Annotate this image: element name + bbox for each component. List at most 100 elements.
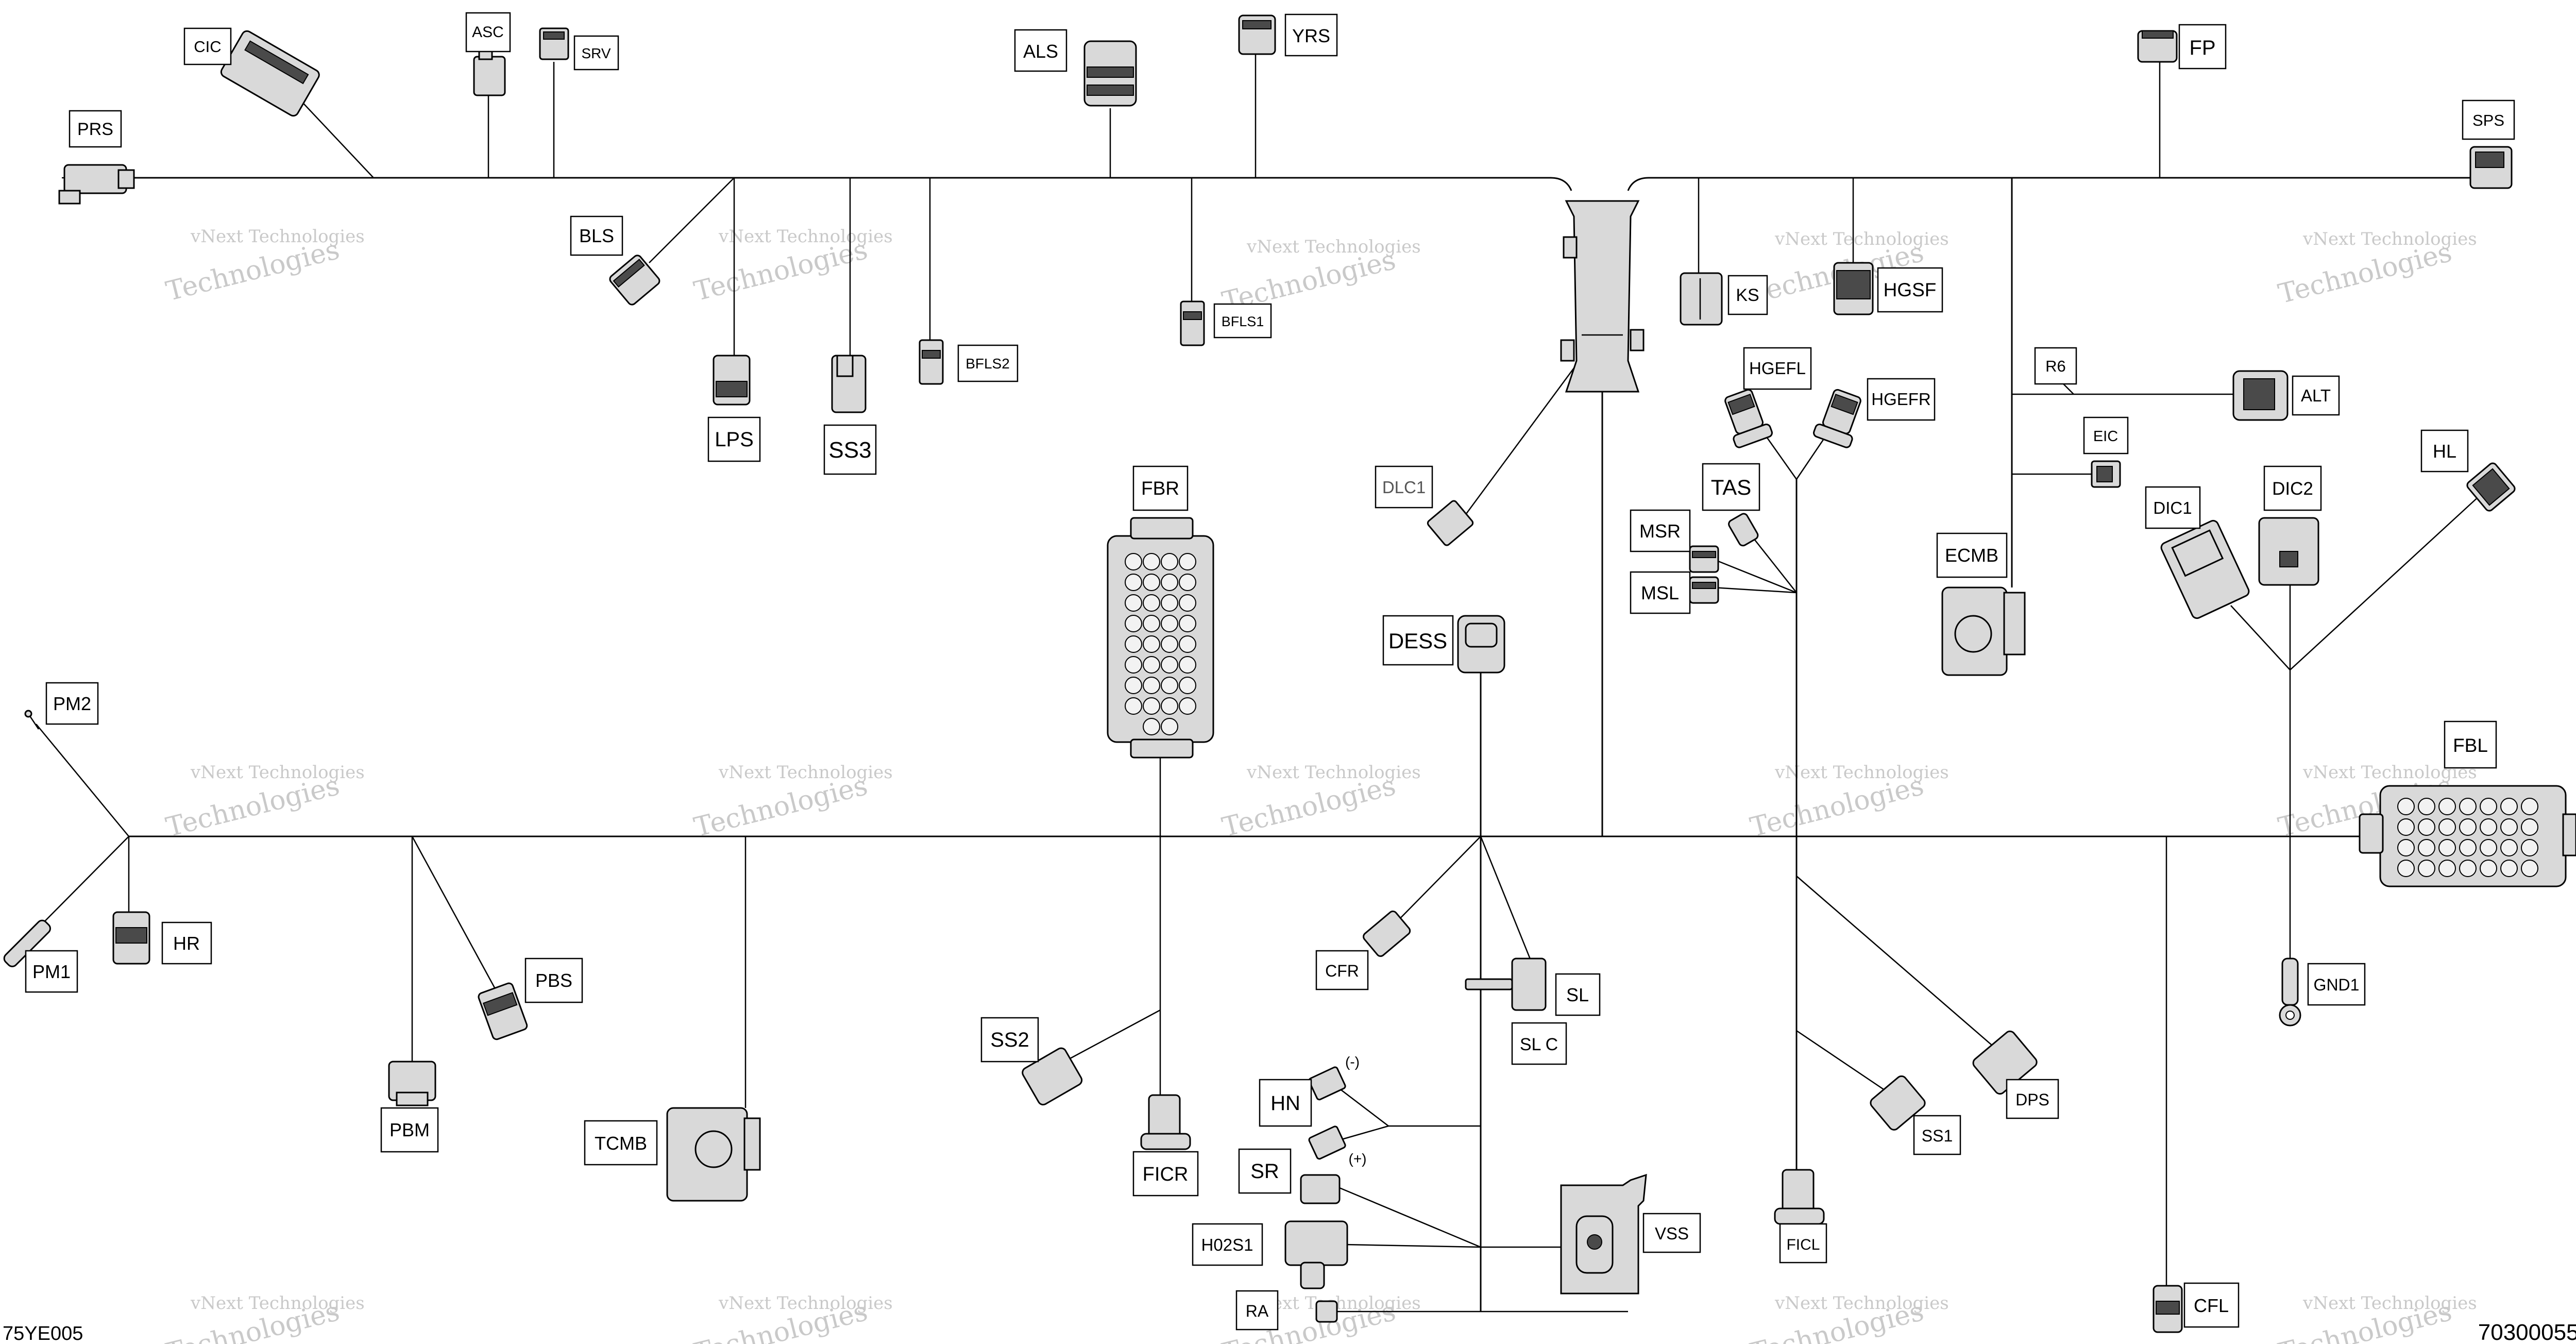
svg-text:FBR: FBR xyxy=(1141,478,1179,499)
cfr-connector xyxy=(1363,910,1411,957)
svg-text:vNext Technologies: vNext Technologies xyxy=(2302,1293,2477,1314)
label-prs: PRS xyxy=(69,110,122,148)
eic-connector xyxy=(2091,460,2121,488)
label-dps: DPS xyxy=(2006,1079,2059,1119)
svg-text:SS3: SS3 xyxy=(828,438,871,463)
sps-connector xyxy=(2469,146,2513,189)
svg-text:vNext Technologies: vNext Technologies xyxy=(190,226,365,247)
wire-dps xyxy=(1796,876,1999,1052)
label-msl: MSL xyxy=(1630,571,1691,614)
hgefl-connector xyxy=(1724,389,1773,448)
dlc1-connector xyxy=(1427,500,1474,546)
hl-connector xyxy=(2466,462,2516,512)
bfls1-connector xyxy=(1180,300,1205,346)
hr-connector xyxy=(112,911,150,965)
wire-hn-plus xyxy=(1334,1125,1389,1143)
ss2-connector xyxy=(1022,1047,1083,1105)
label-ecmb: ECMB xyxy=(1936,532,2008,578)
srv-connector xyxy=(539,27,569,60)
label-tas: TAS xyxy=(1702,463,1760,511)
svg-text:DIC2: DIC2 xyxy=(2272,479,2313,499)
fbl-fusebox-connector xyxy=(2359,785,2576,887)
pbs-connector xyxy=(478,982,528,1040)
svg-text:DPS: DPS xyxy=(2015,1090,2049,1109)
top-trunk-left xyxy=(129,177,1572,191)
label-pbm: PBM xyxy=(380,1107,439,1153)
label-hn-minus: (-) xyxy=(1345,1054,1360,1070)
svg-text:TCMB: TCMB xyxy=(595,1133,647,1154)
label-h02s1: H02S1 xyxy=(1192,1223,1263,1266)
svg-text:SL C: SL C xyxy=(1520,1035,1558,1054)
label-ficl: FICL xyxy=(1779,1223,1827,1264)
fp-connector xyxy=(2137,30,2178,63)
hn-minus-terminal xyxy=(1308,1066,1346,1101)
harness-wires xyxy=(20,52,2481,1313)
svg-text:CFR: CFR xyxy=(1325,962,1359,980)
svg-text:TAS: TAS xyxy=(1711,475,1752,499)
svg-text:BFLS2: BFLS2 xyxy=(965,356,1010,372)
label-pm1: PM1 xyxy=(25,950,78,993)
svg-text:PRS: PRS xyxy=(77,120,113,139)
label-eic: EIC xyxy=(2083,416,2129,455)
label-hn-plus: (+) xyxy=(1349,1151,1367,1167)
tcmb-connector xyxy=(666,1107,761,1202)
ks-connector xyxy=(1680,272,1723,326)
svg-text:SPS: SPS xyxy=(2472,111,2504,129)
svg-text:CFL: CFL xyxy=(2194,1295,2229,1316)
svg-text:FBL: FBL xyxy=(2453,735,2488,756)
svg-text:R6: R6 xyxy=(2045,357,2066,375)
label-fbr: FBR xyxy=(1132,465,1189,511)
lps-connector xyxy=(713,355,751,406)
hgefr-connector xyxy=(1813,389,1861,448)
sl-connector xyxy=(1465,957,1547,1011)
label-pbs: PBS xyxy=(524,957,583,1003)
svg-text:PM2: PM2 xyxy=(53,693,91,714)
label-hgsf: HGSF xyxy=(1877,267,1943,313)
label-gnd1: GND1 xyxy=(2307,963,2366,1006)
wire-dlc1 xyxy=(1462,340,1596,518)
svg-text:ECMB: ECMB xyxy=(1945,545,1998,566)
r6-connector xyxy=(2063,383,2074,395)
svg-text:PM1: PM1 xyxy=(32,961,71,982)
label-hl: HL xyxy=(2420,429,2469,473)
wire-ss1 xyxy=(1796,1030,1896,1099)
svg-text:BLS: BLS xyxy=(579,225,614,246)
label-als: ALS xyxy=(1014,29,1067,72)
label-hgefr: HGEFR xyxy=(1867,378,1936,421)
label-dic1: DIC1 xyxy=(2145,486,2201,529)
yrs-connector xyxy=(1238,14,1276,55)
svg-text:BFLS1: BFLS1 xyxy=(1222,314,1264,329)
svg-text:SRV: SRV xyxy=(581,45,611,61)
asc-connector xyxy=(473,48,506,96)
svg-text:GND1: GND1 xyxy=(2314,976,2360,994)
msl-connector xyxy=(1689,576,1719,604)
label-dic2: DIC2 xyxy=(2263,465,2322,511)
label-sl-c: SL C xyxy=(1511,1022,1567,1065)
svg-text:vNext Technologies: vNext Technologies xyxy=(718,762,893,783)
label-vss: VSS xyxy=(1642,1213,1701,1253)
svg-text:RA: RA xyxy=(1246,1302,1269,1320)
wire-hn-minus xyxy=(1334,1084,1389,1127)
svg-text:vNext Technologies: vNext Technologies xyxy=(718,1293,893,1314)
wire-h02s1 xyxy=(1344,1244,1481,1248)
svg-text:PBM: PBM xyxy=(389,1119,430,1140)
central-junction-connector xyxy=(1560,200,1645,393)
svg-text:vNext Technologies: vNext Technologies xyxy=(1774,762,1949,783)
alt-connector xyxy=(2232,370,2289,421)
cfl-connector xyxy=(2153,1285,2183,1333)
label-r6: R6 xyxy=(2034,347,2077,385)
prs-connector xyxy=(58,164,135,205)
svg-text:vNext Technologies: vNext Technologies xyxy=(190,762,365,783)
connector-labels: PRS CIC ASC SRV ALS YRS FP SPS BLS LPS S… xyxy=(25,12,2515,1331)
svg-text:PBS: PBS xyxy=(535,970,572,991)
svg-text:VSS: VSS xyxy=(1655,1224,1689,1243)
svg-text:MSR: MSR xyxy=(1639,520,1681,542)
wire-hl xyxy=(2290,494,2481,670)
label-bls: BLS xyxy=(570,215,623,256)
als-connector xyxy=(1083,40,1137,107)
